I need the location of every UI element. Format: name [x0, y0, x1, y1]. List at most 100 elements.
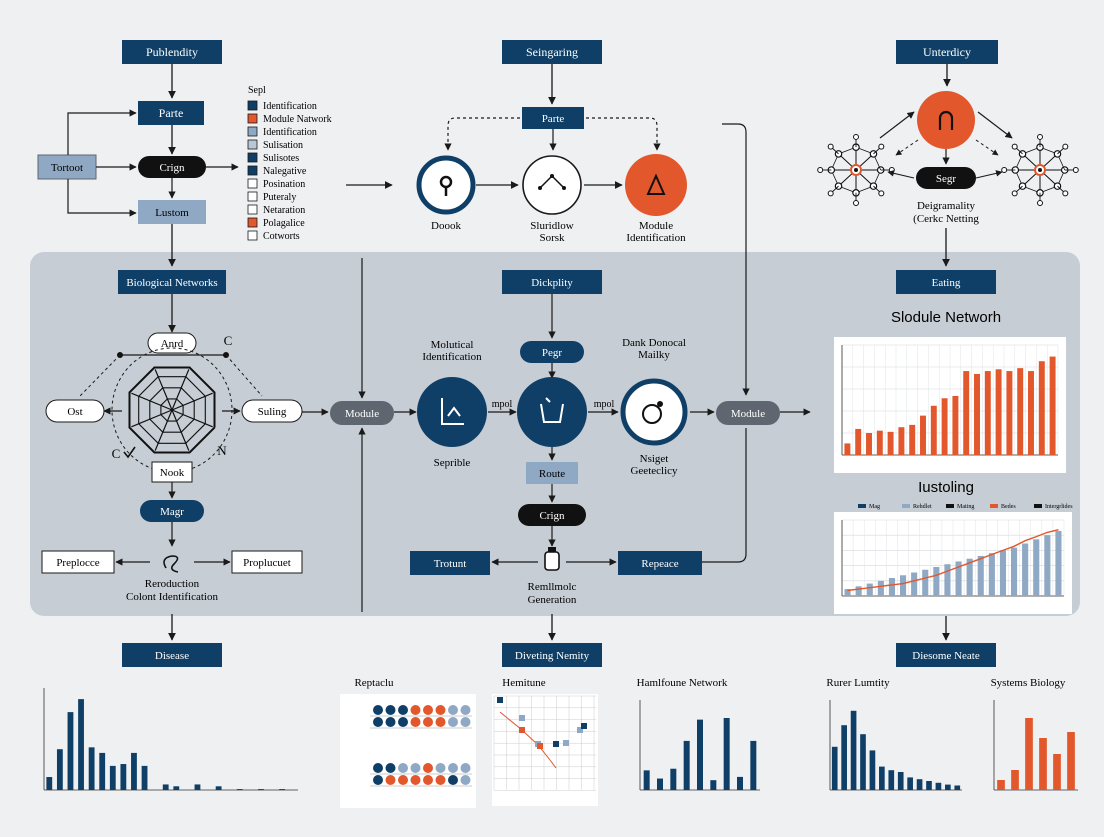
legend-label: Nalegative [263, 166, 307, 177]
legend-swatch [247, 100, 258, 111]
magr: Magr [160, 506, 184, 518]
bottom-group: Disease Diveting Nemity Diesome Neate Re… [122, 643, 1066, 808]
module-right-pill [716, 401, 780, 425]
bar [1022, 543, 1029, 596]
dot [373, 717, 383, 727]
module-right: Module [731, 408, 765, 420]
parte-left: Parte [159, 106, 184, 120]
legend-swatch [247, 126, 258, 137]
legend-label: Mag [869, 504, 880, 510]
bar [944, 564, 951, 596]
dot [410, 705, 421, 715]
segr: Segr [936, 173, 957, 185]
scatter-point [537, 743, 543, 749]
bar [941, 398, 948, 455]
top-left-group: Publendity Parte Tortoot Crign Lustom [37, 40, 239, 267]
bar [162, 784, 169, 790]
legend-swatch [1034, 504, 1042, 508]
eating-box [896, 270, 996, 294]
dot [460, 763, 471, 773]
repro-2: Colont Identification [126, 591, 218, 603]
dot [385, 775, 396, 785]
bar [869, 750, 876, 790]
route: Route [539, 468, 565, 480]
network-node [1001, 167, 1008, 173]
scatter-point [577, 727, 583, 733]
nook: Nook [160, 467, 185, 479]
legend-swatch [247, 152, 258, 163]
dot [373, 763, 383, 773]
bar [966, 558, 973, 596]
network-node [1062, 143, 1069, 150]
mpol-right: mpol [594, 399, 615, 410]
legend-label: Module Natwork [263, 114, 332, 125]
bar [977, 555, 984, 596]
bar [916, 779, 923, 790]
network-node [1062, 190, 1069, 197]
bar [670, 768, 677, 790]
legend-swatch [247, 113, 258, 124]
mpol-left: mpol [492, 399, 513, 410]
network-node [878, 190, 885, 197]
bar [955, 561, 962, 596]
header-left: Publendity [146, 45, 198, 59]
bar [855, 428, 862, 455]
sluridlow-1: Sluridlow [530, 220, 573, 232]
legend-label: Polagalice [263, 218, 305, 229]
bar [860, 734, 866, 790]
bar [897, 772, 904, 790]
bar [879, 766, 885, 790]
bar [750, 740, 757, 790]
module-left: Module [345, 408, 379, 420]
module-id-1: Module [639, 220, 673, 232]
scatter-point [519, 715, 525, 721]
network-node [853, 133, 859, 140]
module-id-2: Identification [626, 232, 686, 244]
dot [448, 763, 458, 773]
bar-chart [829, 700, 962, 791]
dot [410, 763, 421, 773]
crign-mid: Crign [539, 510, 565, 522]
parte-left-box [138, 101, 204, 125]
bar [710, 780, 717, 790]
bar [888, 770, 895, 790]
bar [46, 777, 53, 790]
bar [926, 781, 932, 790]
molecular-2: Identification [422, 351, 482, 363]
dot [460, 717, 471, 727]
pegr: Pegr [542, 347, 563, 359]
bar [911, 572, 918, 596]
preplocce: Preplocce [56, 557, 99, 569]
bar-chart [639, 700, 760, 791]
cup-icon [540, 397, 564, 423]
bar [954, 785, 961, 790]
network-node [1037, 200, 1043, 207]
dot [398, 763, 408, 773]
header-right: Unterdicy [923, 45, 971, 59]
nsiget-node [620, 378, 688, 446]
network-left-icon [817, 133, 895, 207]
network-right-icon [1001, 133, 1079, 207]
charts-layer [43, 337, 1078, 791]
dot [385, 705, 396, 715]
dot [435, 763, 446, 773]
bar-chart [993, 700, 1078, 791]
bar [898, 427, 905, 455]
legend-label: Cotworts [263, 231, 300, 242]
sldule-title: Slodule Networh [891, 309, 1001, 326]
repeace-box [618, 551, 702, 575]
scatter-point [563, 740, 569, 746]
repeace: Repeace [641, 558, 678, 570]
bar [844, 443, 851, 455]
pegr-pill [520, 341, 584, 363]
legend-label: Bedes [1001, 504, 1016, 510]
bar [844, 589, 851, 596]
check-icon [123, 446, 136, 459]
legend-label: Puteraly [263, 192, 296, 203]
reml-2: Generation [528, 594, 577, 606]
legend-label: Mating [957, 504, 974, 510]
n-right: N [217, 443, 227, 458]
